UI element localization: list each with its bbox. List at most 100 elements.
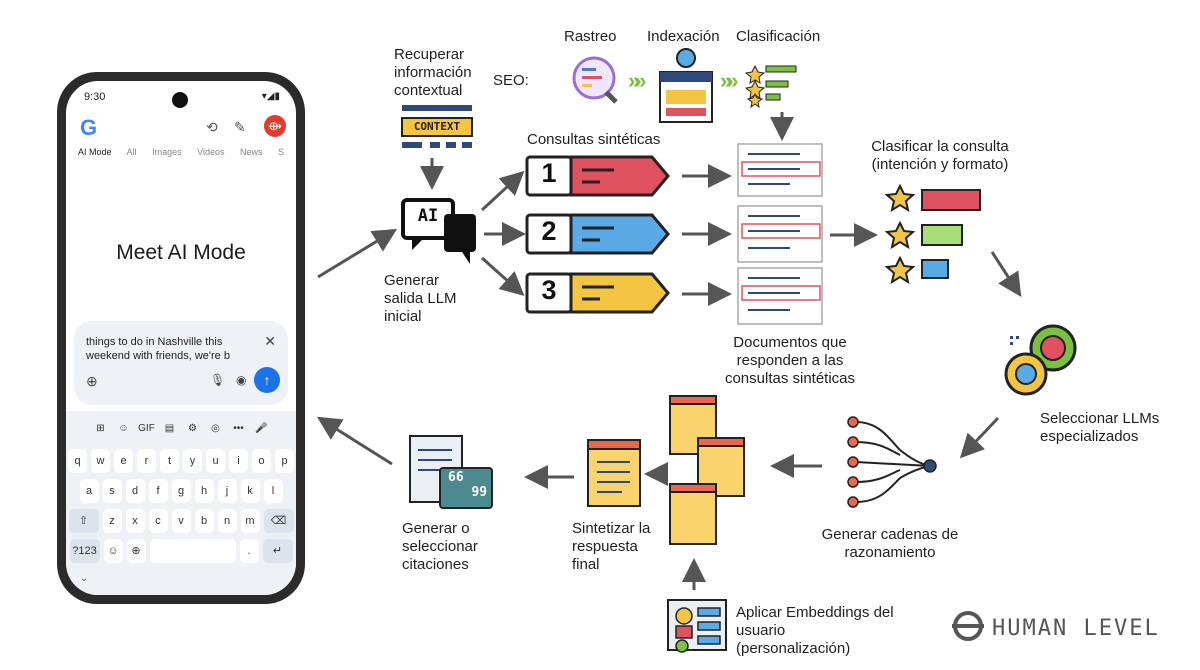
phone-screen: 9:30 ▾◢▮ G ⟲ ✎ ⟴ AI Mode All Images Vide… bbox=[66, 81, 296, 595]
phone-mockup: 9:30 ▾◢▮ G ⟲ ✎ ⟴ AI Mode All Images Vide… bbox=[57, 72, 305, 604]
keyboard-key[interactable]: z bbox=[102, 509, 122, 533]
sintetizar-label: Sintetizar la respuesta final bbox=[572, 520, 651, 573]
keyboard-key[interactable]: f bbox=[148, 479, 168, 503]
magnifier-icon bbox=[572, 56, 618, 104]
keyboard-key[interactable]: ⊕ bbox=[126, 539, 146, 563]
query-input[interactable]: things to do in Nashville this weekend w… bbox=[86, 336, 230, 362]
tab-ai-mode[interactable]: AI Mode bbox=[78, 147, 112, 157]
aplicar-embeddings-label: Aplicar Embeddings del usuario (personal… bbox=[736, 604, 894, 657]
arrow-ai-to-q1 bbox=[480, 170, 525, 212]
clasificacion-label: Clasificación bbox=[736, 28, 821, 45]
edit-icon[interactable]: ✎ bbox=[234, 119, 246, 135]
keyboard-row-4: ?123☺⊕.↵ bbox=[66, 539, 296, 563]
keyboard-key[interactable]: ◎ bbox=[211, 423, 220, 434]
indexacion-label: Indexación bbox=[647, 28, 720, 45]
keyboard-key[interactable]: ?123 bbox=[69, 539, 100, 563]
rastreo-label: Rastreo bbox=[564, 28, 617, 45]
camera-cutout bbox=[172, 92, 188, 108]
send-button[interactable]: ↑ bbox=[254, 367, 280, 393]
tab-news[interactable]: News bbox=[239, 147, 263, 157]
query-1-icon bbox=[525, 155, 670, 197]
chevron-right-icon: »» bbox=[628, 68, 647, 93]
add-icon[interactable]: ⊕ bbox=[86, 373, 98, 389]
ai-chat-icon bbox=[401, 198, 476, 264]
keyboard-key[interactable]: k bbox=[240, 479, 260, 503]
keyboard-key[interactable]: ↵ bbox=[262, 539, 293, 563]
keyboard-key[interactable]: q bbox=[68, 449, 87, 473]
keyboard-key[interactable]: a bbox=[79, 479, 99, 503]
keyboard-key[interactable]: ⌫ bbox=[263, 509, 294, 533]
tab-images[interactable]: Images bbox=[152, 147, 182, 157]
arrow-llms-to-reasoning bbox=[959, 416, 1000, 459]
indexing-robot-icon bbox=[659, 48, 713, 123]
keyboard-key[interactable]: GIF bbox=[138, 423, 155, 434]
keyboard-key[interactable]: p bbox=[275, 449, 294, 473]
keyboard-collapse-icon[interactable]: ⌄ bbox=[80, 573, 89, 584]
keyboard-key[interactable]: i bbox=[229, 449, 248, 473]
google-logo-icon[interactable]: G bbox=[80, 115, 98, 140]
keyboard-key[interactable]: d bbox=[125, 479, 145, 503]
search-tabs: AI Mode All Images Videos News S bbox=[78, 147, 296, 157]
keyboard-key[interactable]: v bbox=[171, 509, 191, 533]
keyboard-tool-row: ⊞ ☺ GIF ▤ ⚙ ◎ ••• 🎤 bbox=[66, 417, 296, 441]
keyboard-key[interactable]: n bbox=[217, 509, 237, 533]
ai-badge-text: AI bbox=[417, 206, 439, 226]
keyboard-key[interactable]: s bbox=[102, 479, 122, 503]
keyboard-key[interactable]: y bbox=[183, 449, 202, 473]
lens-icon[interactable]: ◉ bbox=[236, 373, 247, 387]
documentos-label: Documentos que responden a las consultas… bbox=[724, 334, 856, 387]
query-box[interactable]: things to do in Nashville this weekend w… bbox=[74, 321, 288, 405]
keyboard-key[interactable]: j bbox=[217, 479, 237, 503]
keyboard-key[interactable]: . bbox=[239, 539, 259, 563]
profile-avatar[interactable]: ⟴ bbox=[264, 115, 286, 137]
query-number-3: 3 bbox=[541, 275, 557, 305]
keyboard-key[interactable]: u bbox=[206, 449, 225, 473]
keyboard-key[interactable]: t bbox=[160, 449, 179, 473]
brand-wordmark: HUMAN LEVEL bbox=[992, 616, 1160, 641]
keyboard-key[interactable]: e bbox=[114, 449, 133, 473]
tab-more[interactable]: S bbox=[278, 147, 285, 157]
keyboard-key[interactable]: ☺ bbox=[118, 423, 129, 434]
consultas-sinteticas-label: Consultas sintéticas bbox=[527, 131, 661, 148]
classification-list-icon bbox=[744, 64, 797, 109]
keyboard-key[interactable]: ••• bbox=[233, 423, 244, 434]
keyboard-key[interactable]: 🎤 bbox=[255, 423, 268, 434]
keyboard-key[interactable]: ⊞ bbox=[96, 423, 105, 434]
close-icon[interactable]: ✕ bbox=[264, 333, 276, 349]
keyboard-key[interactable]: l bbox=[263, 479, 283, 503]
history-icon[interactable]: ⟲ bbox=[206, 119, 218, 135]
classify-stars-icon bbox=[884, 183, 981, 285]
tab-all[interactable]: All bbox=[126, 147, 137, 157]
keyboard-key[interactable]: o bbox=[252, 449, 271, 473]
arrow-ai-to-q3 bbox=[480, 256, 525, 297]
keyboard-key[interactable]: ☺ bbox=[103, 539, 123, 563]
reasoning-nodes-icon bbox=[847, 416, 937, 508]
keyboard-key[interactable]: x bbox=[125, 509, 145, 533]
keyboard-key[interactable]: m bbox=[240, 509, 260, 533]
keyboard-key[interactable]: g bbox=[171, 479, 191, 503]
keyboard-key[interactable]: ⇧ bbox=[68, 509, 99, 533]
mic-icon[interactable]: 🎙 bbox=[210, 373, 226, 387]
document-3-icon bbox=[737, 267, 823, 325]
chevron-right-icon: »» bbox=[720, 68, 739, 93]
status-time: 9:30 bbox=[84, 91, 106, 103]
context-icon bbox=[401, 105, 473, 148]
query-3-icon bbox=[525, 272, 670, 314]
keyboard-key[interactable]: ▤ bbox=[164, 423, 175, 434]
tab-videos[interactable]: Videos bbox=[197, 147, 225, 157]
keyboard-key[interactable]: w bbox=[91, 449, 110, 473]
keyboard-key[interactable]: c bbox=[148, 509, 168, 533]
synth-documents-icon bbox=[587, 395, 745, 545]
keyboard-key[interactable]: h bbox=[194, 479, 214, 503]
keyboard-key[interactable] bbox=[149, 539, 236, 563]
generar-citaciones-label: Generar o seleccionar citaciones bbox=[402, 520, 478, 573]
synth-doc-lines-icon bbox=[597, 461, 630, 493]
keyboard-key[interactable]: ⚙ bbox=[188, 423, 197, 434]
generar-cadenas-label: Generar cadenas de razonamiento bbox=[821, 526, 959, 561]
keyboard-key[interactable]: r bbox=[137, 449, 156, 473]
keyboard-key[interactable]: b bbox=[194, 509, 214, 533]
document-2-icon bbox=[737, 205, 823, 263]
